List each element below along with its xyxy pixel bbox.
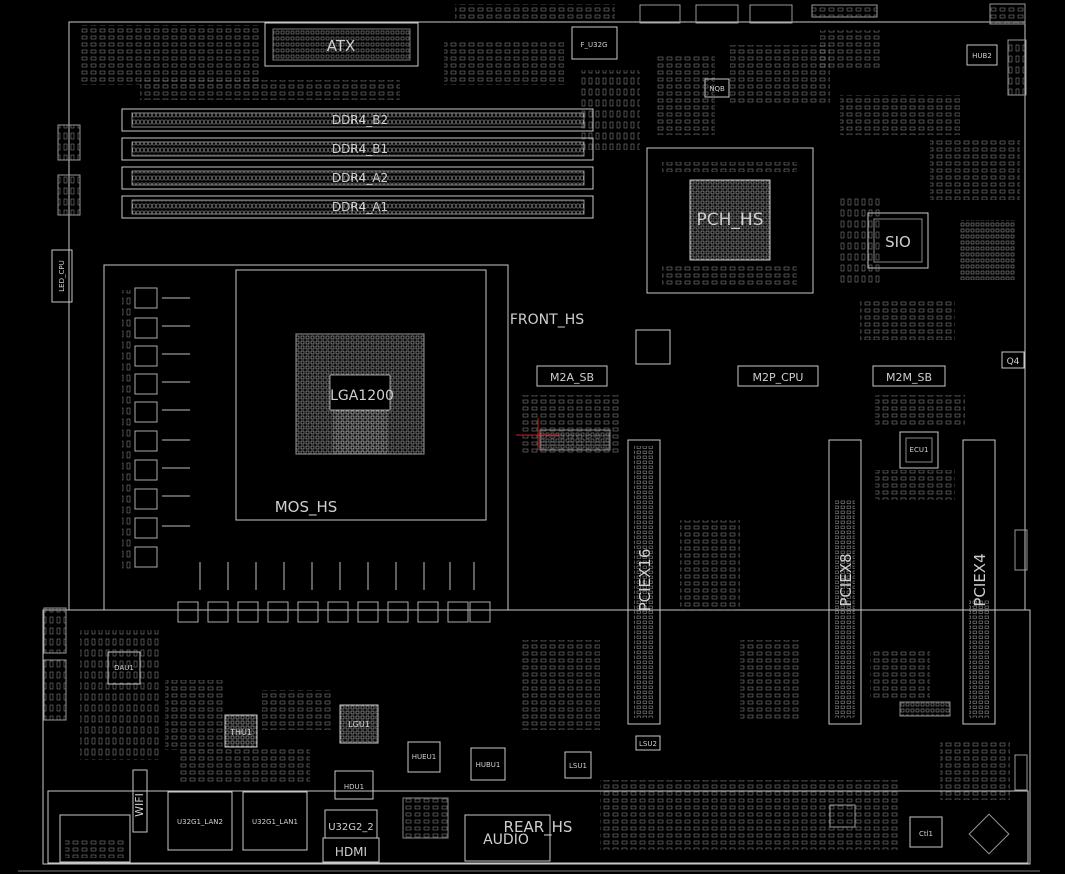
rear-io-hdmi (322, 837, 380, 863)
pch-chip (689, 179, 771, 261)
nqb-label: NQB (709, 85, 725, 93)
led-cpu-indicator (51, 249, 73, 303)
ddr4-a2-slot (121, 166, 594, 190)
hueu1-chip (407, 741, 441, 773)
front-hs-label: FRONT_HS (510, 312, 584, 328)
m2a-sb-box (536, 365, 608, 387)
atx-connector (264, 22, 419, 67)
u32g1-lan2-label: U32G1_LAN2 (177, 818, 223, 826)
pch-side-chip (635, 329, 671, 365)
led-cpu-label: LED_CPU (58, 260, 66, 291)
lsu1-chip (564, 751, 592, 779)
pciex8-label: PCIEX8 (837, 553, 855, 606)
pciex16-label: PCIEX16 (636, 549, 654, 612)
hub2-component (966, 44, 998, 66)
ecu1-chip (899, 431, 939, 469)
thu1-label: THU1 (229, 728, 252, 737)
lgu1-chip (339, 704, 379, 744)
lsu1-label: LSU1 (569, 762, 587, 770)
m2p-cpu-box (737, 365, 819, 387)
cpu-vrm-area (103, 264, 509, 611)
pciex4-label: PCIEX4 (971, 553, 989, 606)
pciex16-slot (627, 439, 661, 725)
lsu2-label: LSU2 (639, 740, 657, 748)
lsu2-chip (635, 735, 661, 751)
pciex8-slot (828, 439, 862, 725)
rear-hs-label: REAR_HS (504, 818, 573, 837)
hdmi-label: HDMI (335, 845, 367, 859)
f-u3g-header (571, 26, 618, 60)
pch-heatsink-outline (646, 147, 814, 294)
hub2-label: HUB2 (972, 52, 992, 60)
pch-hs-label: PCH_HS (697, 210, 764, 230)
atx-label: ATX (327, 37, 356, 55)
hubu1-chip (470, 747, 506, 781)
hdu1-chip (334, 770, 374, 800)
ddr4-slots (121, 108, 594, 219)
u32g1-lan1-label: U32G1_LAN1 (252, 818, 298, 826)
q4-component (1001, 351, 1025, 369)
audio-label: AUDIO (483, 832, 529, 848)
sio-label: SIO (885, 233, 911, 251)
rear-io-audio (464, 814, 551, 862)
cpu-socket-outline (235, 269, 487, 521)
ddr4-a2-label: DDR4_A2 (332, 171, 388, 185)
wifi-module (132, 769, 148, 833)
hubu1-label: HUBU1 (476, 761, 501, 769)
hdu1-label: HDU1 (344, 783, 364, 791)
hueu1-label: HUEU1 (412, 753, 436, 761)
ddr4-b1-label: DDR4_B1 (332, 142, 388, 156)
board-outline-lower (42, 609, 1031, 865)
lga1200-label: LGA1200 (330, 388, 394, 404)
m2p-cpu-label: M2P_CPU (753, 371, 804, 384)
lgu1-label: LGU1 (348, 720, 370, 729)
vrm-bottom-row (177, 601, 491, 623)
pciex4-slot (962, 439, 996, 725)
f-u32g-label: F_U32G (581, 41, 608, 49)
vrm-left-column (122, 287, 158, 570)
m2m-sb-label: M2M_SB (886, 371, 932, 384)
dau1-label: DAU1 (114, 664, 134, 672)
rear-io-usb-lan1 (242, 791, 308, 851)
rear-io-usb-stack (59, 814, 131, 863)
rear-io-usb-lan2 (167, 791, 233, 851)
ctl1-label: Ctl1 (919, 830, 933, 838)
ddr4-b2-label: DDR4_B2 (332, 113, 388, 127)
ddr4-a1-slot (121, 195, 594, 219)
wifi-label: WIFI (133, 793, 146, 817)
m2a-sb-label: M2A_SB (550, 371, 594, 384)
ecu1-label: ECU1 (910, 446, 929, 454)
ctl1-chip (909, 816, 943, 848)
q4-label: Q4 (1007, 357, 1020, 367)
rear-io-strip (47, 790, 1029, 864)
ddr4-a1-label: DDR4_A1 (332, 200, 388, 214)
u32g2-2-label: U32G2_2 (328, 822, 374, 833)
thu1-chip (224, 714, 258, 748)
m2m-sb-box (872, 365, 946, 387)
mos-hs-label: MOS_HS (275, 498, 338, 517)
